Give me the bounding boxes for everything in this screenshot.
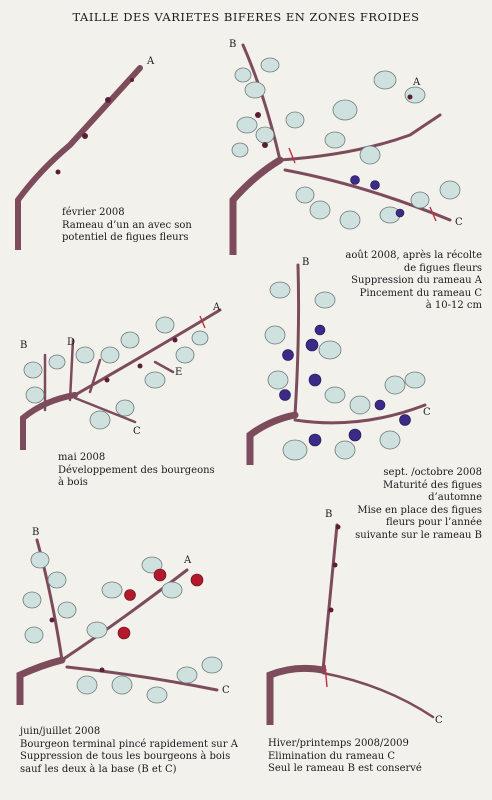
label-b: B bbox=[229, 39, 236, 50]
label-c: C bbox=[133, 426, 141, 437]
label-a: A bbox=[412, 77, 421, 88]
diagram-september: B C bbox=[246, 257, 431, 465]
label-d: D bbox=[67, 337, 75, 348]
label-b: B bbox=[32, 527, 39, 538]
diagram-august: B A C bbox=[229, 39, 463, 255]
diagram-june: B A C bbox=[16, 527, 230, 705]
label-a: A bbox=[146, 56, 155, 67]
diagram-february: A bbox=[15, 56, 155, 250]
caption-winter: Hiver/printemps 2008/2009 Elimination du… bbox=[268, 738, 422, 774]
page-title: TAILLE DES VARIETES BIFERES EN ZONES FRO… bbox=[72, 10, 420, 24]
label-a: A bbox=[183, 555, 192, 566]
label-e: E bbox=[175, 367, 182, 378]
label-b: B bbox=[302, 257, 309, 268]
caption-september: sept. /octobre 2008 Maturité des figues … bbox=[355, 467, 482, 541]
diagram-winter: B C bbox=[266, 509, 443, 725]
caption-may: mai 2008 Développement des bourgeons à b… bbox=[58, 452, 215, 488]
caption-february: février 2008 Rameau d’un an avec son pot… bbox=[62, 207, 192, 243]
label-a: A bbox=[212, 302, 221, 313]
label-c: C bbox=[435, 715, 443, 725]
label-c: C bbox=[222, 685, 230, 696]
label-b: B bbox=[20, 340, 27, 351]
caption-august: août 2008, après la récolte de figues fl… bbox=[345, 250, 482, 311]
label-c: C bbox=[455, 217, 463, 228]
label-c: C bbox=[423, 407, 431, 418]
diagram-may: A B D E C bbox=[20, 302, 222, 450]
label-b: B bbox=[325, 509, 332, 520]
caption-june: juin/juillet 2008 Bourgeon terminal pinc… bbox=[20, 726, 238, 775]
